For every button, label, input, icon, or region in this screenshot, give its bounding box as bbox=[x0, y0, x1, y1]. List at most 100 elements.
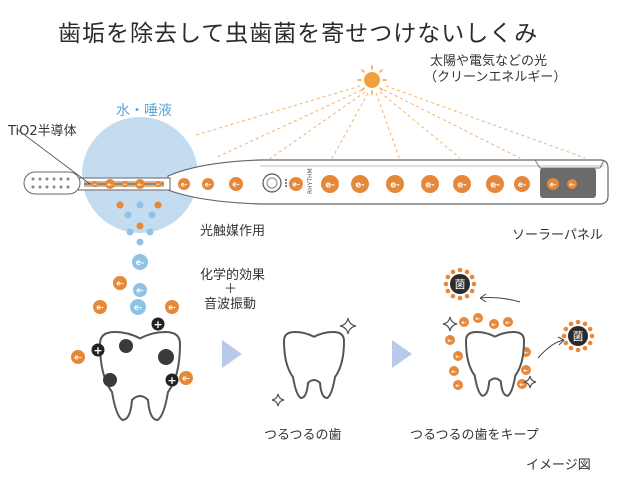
sparkle-icon bbox=[339, 317, 357, 335]
keep-smooth-label: つるつるの歯をキープ bbox=[410, 428, 539, 443]
electron-particle: e- bbox=[459, 317, 469, 327]
electron-particle: e- bbox=[132, 254, 148, 270]
brush-head bbox=[23, 171, 81, 195]
svg-text:e-: e- bbox=[523, 369, 528, 374]
electron-particle: e- bbox=[71, 350, 85, 364]
electron-particle: e- bbox=[178, 178, 190, 190]
svg-text:e-: e- bbox=[156, 182, 160, 186]
electron-particle: e- bbox=[489, 319, 499, 329]
svg-text:+: + bbox=[167, 374, 176, 387]
svg-text:e-: e- bbox=[490, 180, 500, 190]
repel-arrow bbox=[537, 339, 565, 359]
electron-particle: e- bbox=[453, 175, 471, 193]
svg-text:e-: e- bbox=[168, 304, 176, 312]
positive-ion-icon: + bbox=[91, 343, 105, 357]
svg-text:e-: e- bbox=[447, 339, 452, 344]
particle-dot bbox=[136, 238, 144, 246]
sparkle-icon bbox=[442, 316, 458, 332]
electron-particle: e- bbox=[521, 365, 531, 375]
svg-text:e-: e- bbox=[491, 323, 496, 328]
svg-text:e-: e- bbox=[181, 182, 188, 188]
svg-text:e-: e- bbox=[182, 375, 190, 383]
svg-text:e-: e- bbox=[292, 181, 300, 189]
svg-text:e-: e- bbox=[123, 182, 127, 186]
plus-label: ＋ bbox=[224, 282, 238, 297]
photocatalyst-label: 光触媒作用 bbox=[200, 224, 266, 239]
water-bubble bbox=[82, 117, 198, 233]
clean-energy-label: （クリーンエネルギー） bbox=[424, 70, 567, 85]
electron-particle: e- bbox=[202, 178, 214, 190]
chemical-effect-label: 化学的効果 bbox=[200, 268, 266, 283]
svg-text:e-: e- bbox=[550, 182, 557, 188]
particle-dot bbox=[148, 211, 156, 219]
electron-particle: e- bbox=[113, 276, 127, 290]
svg-text:e-: e- bbox=[232, 181, 240, 189]
svg-text:e-: e- bbox=[116, 280, 124, 288]
svg-text:e-: e- bbox=[205, 182, 212, 188]
water-saliva-label: 水・唾液 bbox=[116, 103, 172, 119]
power-button bbox=[262, 173, 282, 193]
svg-text:e-: e- bbox=[390, 180, 400, 190]
electron-particle: e- bbox=[445, 335, 455, 345]
particle-dot bbox=[124, 211, 132, 219]
svg-text:e-: e- bbox=[519, 383, 524, 388]
sparkle-icon bbox=[271, 393, 285, 407]
plaque-particle bbox=[158, 349, 174, 365]
electron-particle: e- bbox=[453, 351, 463, 361]
svg-text:e-: e- bbox=[137, 183, 142, 188]
svg-text:+: + bbox=[93, 344, 102, 357]
image-note-label: イメージ図 bbox=[526, 458, 591, 473]
electron-particle: e- bbox=[165, 300, 179, 314]
svg-text:e-: e- bbox=[569, 183, 574, 188]
svg-text:e-: e- bbox=[475, 317, 480, 322]
electron-particle: e- bbox=[105, 179, 115, 189]
tooth-shape bbox=[282, 330, 346, 400]
particle-dot bbox=[126, 228, 134, 236]
electron-particle: e- bbox=[229, 177, 243, 191]
flow-arrow bbox=[392, 340, 412, 368]
electron-particle: e- bbox=[351, 175, 369, 193]
sonic-vibration-label: 音波振動 bbox=[204, 297, 257, 312]
particle-dot bbox=[154, 201, 162, 209]
svg-text:e-: e- bbox=[457, 180, 467, 190]
svg-text:e-: e- bbox=[107, 183, 112, 188]
bacteria-icon: 菌 bbox=[443, 267, 477, 301]
svg-text:e-: e- bbox=[325, 180, 335, 190]
sunlight-label: 太陽や電気などの光 bbox=[430, 54, 548, 69]
svg-text:e-: e- bbox=[355, 180, 365, 190]
svg-text:e-: e- bbox=[136, 287, 144, 295]
svg-text:e-: e- bbox=[134, 303, 142, 312]
plaque-particle bbox=[119, 339, 133, 353]
smooth-tooth-label: つるつるの歯 bbox=[264, 428, 342, 443]
electron-particle: e- bbox=[130, 299, 146, 315]
positive-ion-icon: + bbox=[151, 317, 165, 331]
electron-particle: e- bbox=[503, 317, 513, 327]
electron-particle: e- bbox=[289, 177, 303, 191]
solar-panel-label: ソーラーパネル bbox=[512, 228, 603, 243]
sun-rays bbox=[195, 85, 586, 163]
svg-text:e-: e- bbox=[455, 384, 460, 389]
electron-particle: e- bbox=[517, 379, 527, 389]
svg-text:e-: e- bbox=[425, 180, 435, 190]
svg-text:e-: e- bbox=[455, 355, 460, 360]
plaque-particle bbox=[103, 373, 117, 387]
electron-particle: e- bbox=[133, 283, 147, 297]
electron-particle: e- bbox=[473, 313, 483, 323]
particle-dot bbox=[116, 201, 124, 209]
svg-text:e-: e- bbox=[505, 321, 510, 326]
svg-text:菌: 菌 bbox=[455, 278, 466, 291]
electron-particle: e- bbox=[93, 300, 107, 314]
svg-text:e-: e- bbox=[523, 351, 528, 356]
positive-ion-icon: + bbox=[165, 373, 179, 387]
particle-dot bbox=[136, 222, 144, 230]
particle-dot bbox=[136, 201, 144, 209]
electron-particle: e- bbox=[514, 176, 530, 192]
electron-particle: e- bbox=[179, 371, 193, 385]
svg-text:e-: e- bbox=[96, 304, 104, 312]
particle-dot bbox=[146, 228, 154, 236]
tooth-shape bbox=[464, 330, 526, 397]
electron-particle: e- bbox=[567, 179, 577, 189]
electron-particle: e- bbox=[421, 175, 439, 193]
